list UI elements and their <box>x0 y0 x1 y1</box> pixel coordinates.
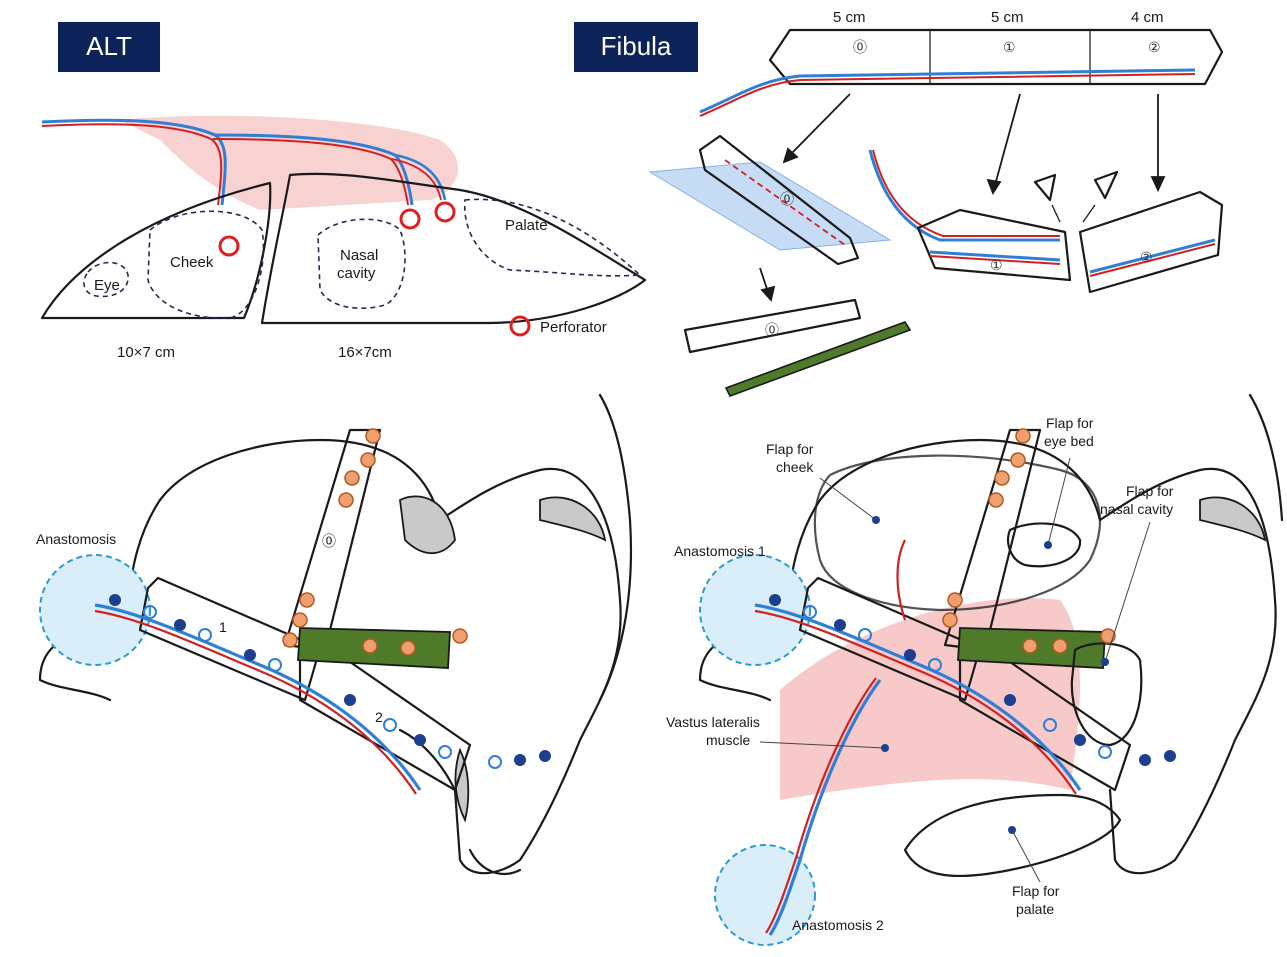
fibula-seg2-num: ② <box>1140 249 1153 265</box>
left-reconstruction: Anastomosis 1 2 ⓪ <box>36 395 631 874</box>
fibula-seg-0: ⓪ <box>853 39 867 55</box>
teeth-outline <box>470 850 520 874</box>
alt-palate-region <box>465 199 640 275</box>
alt-nasal-label-2: cavity <box>337 265 376 282</box>
flap-nasal-label-2: nasal cavity <box>1100 501 1173 517</box>
fibula-length-2: 4 cm <box>1131 9 1164 26</box>
fibula-panel: Fibula 5 cm 5 cm 4 cm ⓪ ① ② ⓪ <box>574 9 1222 396</box>
perforator-marker <box>401 210 419 228</box>
flap-eye-label-1: Flap for <box>1046 415 1094 431</box>
vessel-cheek <box>898 540 906 620</box>
muscle-label-1: Vastus lateralis <box>666 714 760 730</box>
plate-screws <box>109 594 551 768</box>
perforator-marker <box>436 203 454 221</box>
anastomosis1-label: Anastomosis 1 <box>674 543 766 559</box>
orbit-shade <box>400 496 455 553</box>
wedge-piece <box>1035 175 1055 200</box>
fibula-split-num: ⓪ <box>765 322 779 338</box>
perforator-marker <box>220 237 238 255</box>
alt-nasal-label-1: Nasal <box>340 247 378 264</box>
right-reconstruction: Flap for cheek Flap for eye bed Flap for… <box>666 395 1282 945</box>
flap-eye-label-2: eye bed <box>1044 433 1094 449</box>
flap-cheek <box>815 456 1100 610</box>
vastus-muscle <box>780 598 1080 800</box>
flap-nasal-label-1: Flap for <box>1126 483 1174 499</box>
orbit-shade <box>540 497 605 540</box>
alt-eye-label: Eye <box>94 277 120 294</box>
seg1-label: 1 <box>219 619 227 635</box>
fibula-length-0: 5 cm <box>833 9 866 26</box>
alt-tag: ALT <box>86 31 132 61</box>
flap-palate-label-2: palate <box>1016 901 1054 917</box>
fibula-whole: ⓪ ① ② <box>700 30 1222 116</box>
fibula-tag: Fibula <box>601 31 672 61</box>
alt-cheek-label: Cheek <box>170 254 214 271</box>
alt-dims-left: 10×7 cm <box>117 344 175 361</box>
perforator-legend-icon <box>511 317 529 335</box>
perforator-legend-label: Perforator <box>540 319 607 336</box>
alt-panel: ALT Eye Cheek Nasal cavity Palate <box>42 22 645 361</box>
anastomosis-circle <box>40 555 150 665</box>
anastomosis1-circle <box>700 555 810 665</box>
fibula-length-1: 5 cm <box>991 9 1024 26</box>
alt-palate-label: Palate <box>505 217 548 234</box>
anastomosis-label: Anastomosis <box>36 531 116 547</box>
fibula-seg-2: ② <box>1148 39 1161 55</box>
flap-cheek-label-2: cheek <box>776 459 814 475</box>
fibula-cut-seg-num: ⓪ <box>780 191 794 207</box>
flap-palate-label-1: Flap for <box>1012 883 1060 899</box>
fibula-split-pieces: ⓪ <box>685 300 910 396</box>
fibula-seg1-num: ① <box>990 257 1003 273</box>
seg2-label: 2 <box>375 709 383 725</box>
fibula-segment-0-plane: ⓪ <box>650 136 890 264</box>
muscle-label-2: muscle <box>706 732 751 748</box>
flap-cheek-label-1: Flap for <box>766 441 814 457</box>
wedge-piece <box>1095 172 1117 198</box>
fibula-seg-1: ① <box>1003 39 1016 55</box>
seg0-label: ⓪ <box>322 533 336 549</box>
flap-palate <box>905 795 1120 876</box>
fibula-segments-1-2: ① ② <box>870 150 1222 292</box>
alt-dims-right: 16×7cm <box>338 344 392 361</box>
anastomosis2-label: Anastomosis 2 <box>792 917 884 933</box>
